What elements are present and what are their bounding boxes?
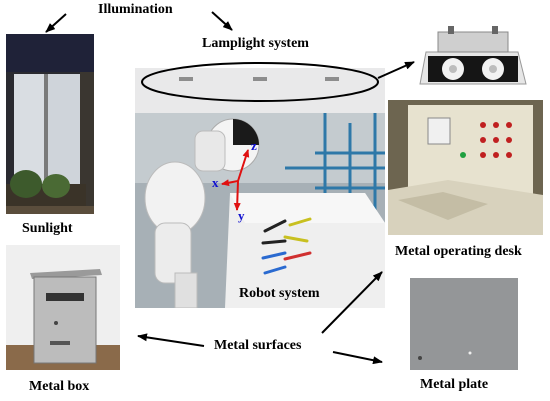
lamplight-ellipse <box>141 62 379 102</box>
metal-plate-label: Metal plate <box>420 377 489 392</box>
lamp-fixture-photo <box>418 22 528 90</box>
arrow-to-metal-box <box>137 333 205 347</box>
illum-arrow-left <box>45 13 67 33</box>
arrow-to-desk <box>321 271 383 334</box>
sunlight-photo <box>6 34 94 214</box>
metal-box-photo <box>6 245 120 370</box>
lamplight-label: Lamplight system <box>202 36 309 51</box>
lamp-fixture-arrow <box>377 61 415 79</box>
axis-x-label: x <box>212 175 219 190</box>
metal-surfaces-label: Metal surfaces <box>214 338 302 353</box>
operating-desk-photo <box>388 100 543 235</box>
axis-y <box>233 180 241 211</box>
axis-z <box>237 149 250 182</box>
illumination-label: Illumination <box>98 2 173 17</box>
illum-arrow-right <box>211 11 233 31</box>
operating-desk-label: Metal operating desk <box>395 244 522 259</box>
lamplight-photo <box>135 68 385 113</box>
axis-x <box>221 179 239 187</box>
sunlight-label: Sunlight <box>22 221 73 236</box>
robot-system-label: Robot system <box>239 286 320 301</box>
metal-plate-photo <box>410 278 518 370</box>
axis-z-label: z <box>251 138 257 153</box>
axis-y-label: y <box>238 208 245 223</box>
metal-box-label: Metal box <box>29 379 90 394</box>
robot-system-photo <box>135 113 385 308</box>
arrow-to-plate <box>332 351 383 365</box>
